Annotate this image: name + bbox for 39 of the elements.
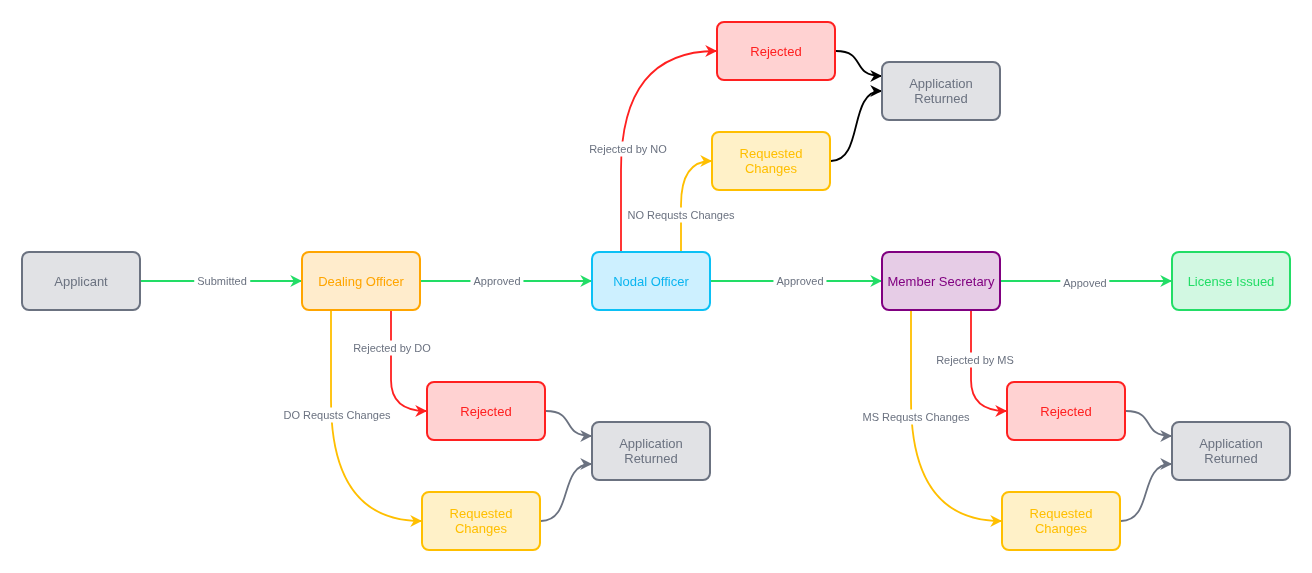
- arrow: [620, 45, 718, 252]
- node-label: Requested Changes: [448, 506, 514, 536]
- arrow: [545, 410, 593, 442]
- process-box: [21, 251, 141, 311]
- process-box: [881, 251, 1001, 311]
- node-label: Rejected: [460, 403, 512, 419]
- status-box: [1001, 491, 1121, 551]
- status-box: [1171, 421, 1291, 481]
- arrow: [1120, 459, 1173, 522]
- node-label: Member Secretary: [887, 273, 995, 289]
- node-label: Requested Changes: [738, 146, 804, 176]
- node-label: Application Returned: [618, 436, 684, 466]
- node-label: License Issued: [1187, 273, 1275, 289]
- arrow: [540, 459, 593, 522]
- node-label: Dealing Officer: [318, 273, 404, 289]
- arrow: [835, 50, 883, 82]
- status-box: [711, 131, 831, 191]
- node-label: Application Returned: [1198, 436, 1264, 466]
- node-label: Application Returned: [908, 76, 974, 106]
- rejected-box: [1006, 381, 1126, 441]
- rejected-box: [716, 21, 836, 81]
- status-box: [421, 491, 541, 551]
- node-label: Applicant: [54, 273, 108, 289]
- arrow: [1125, 410, 1173, 442]
- node-label: Requested Changes: [1028, 506, 1094, 536]
- node-label: Rejected: [1040, 403, 1092, 419]
- process-box: [591, 251, 711, 311]
- arrow: [830, 87, 883, 162]
- status-box: [591, 421, 711, 481]
- arrow: [390, 310, 428, 417]
- arrow: [970, 310, 1008, 417]
- node-label: Nodal Officer: [613, 273, 689, 289]
- arrow: [330, 310, 423, 527]
- node-label: Rejected: [750, 43, 802, 59]
- process-box: [301, 251, 421, 311]
- status-box: [881, 61, 1001, 121]
- end-box: [1171, 251, 1291, 311]
- rejected-box: [426, 381, 546, 441]
- arrow: [910, 310, 1003, 527]
